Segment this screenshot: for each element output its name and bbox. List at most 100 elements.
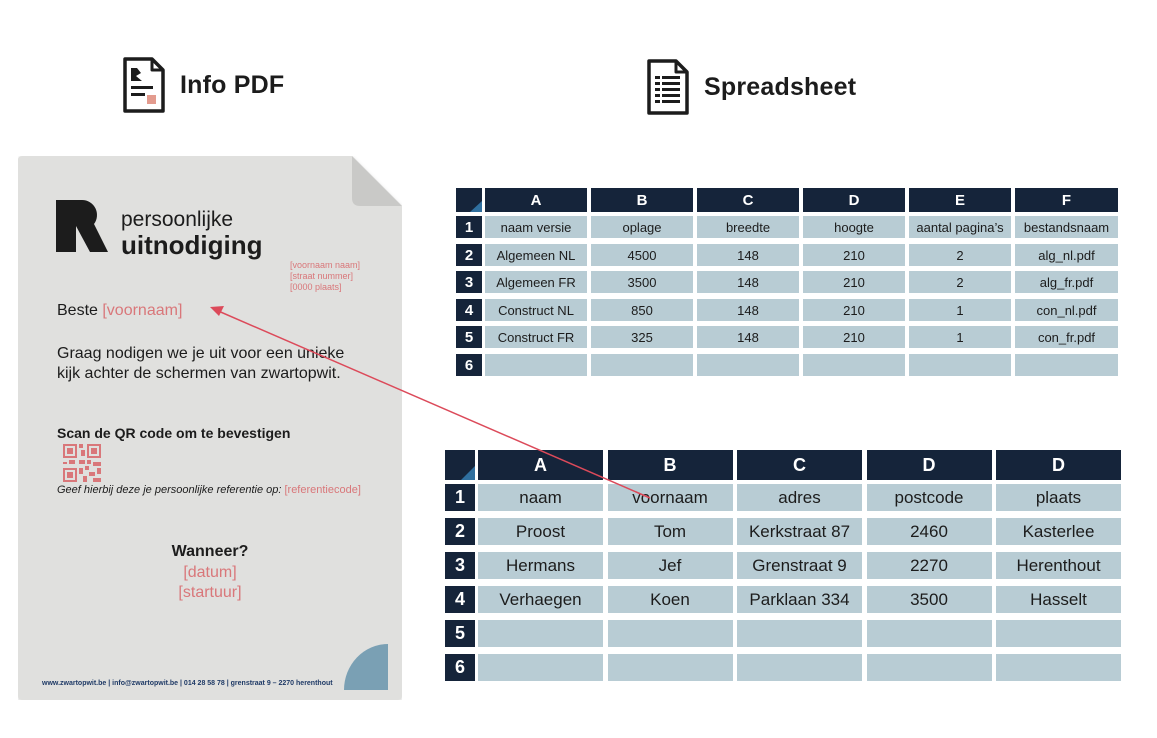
table-cell[interactable]: 325 xyxy=(591,326,693,348)
table-cell[interactable]: 148 xyxy=(697,326,799,348)
table-cell[interactable]: Jef xyxy=(607,552,733,579)
table-cell[interactable]: aantal pagina’s xyxy=(909,216,1011,238)
table-cell[interactable]: naam versie xyxy=(485,216,587,238)
table-cell[interactable]: 2 xyxy=(909,271,1011,293)
pdf-document: persoonlijke uitnodiging [voornaam naam]… xyxy=(18,156,402,700)
table-cell[interactable]: Grenstraat 9 xyxy=(737,552,862,579)
table-cell[interactable]: 148 xyxy=(697,244,799,266)
scan-title: Scan de QR code om te bevestigen xyxy=(57,425,291,441)
table-cell[interactable]: 148 xyxy=(697,271,799,293)
column-header-a[interactable]: A xyxy=(485,188,587,212)
table-cell[interactable]: 1 xyxy=(909,326,1011,348)
table-cell[interactable]: Hermans xyxy=(478,552,603,579)
table-cell[interactable]: Kasterlee xyxy=(996,518,1121,545)
table-cell[interactable]: con_fr.pdf xyxy=(1015,326,1118,348)
table-cell[interactable]: 1 xyxy=(909,299,1011,321)
table-cell[interactable]: 3500 xyxy=(866,586,992,613)
row-header-4[interactable]: 4 xyxy=(456,299,482,321)
column-header-f[interactable]: F xyxy=(1015,188,1118,212)
table-cell[interactable]: Verhaegen xyxy=(478,586,603,613)
table-cell[interactable]: 4500 xyxy=(591,244,693,266)
table-cell[interactable] xyxy=(607,654,733,681)
table-cell[interactable]: postcode xyxy=(866,484,992,511)
row-header-1[interactable]: 1 xyxy=(445,484,475,511)
spreadsheet-heading: Spreadsheet xyxy=(646,58,856,116)
table-cell[interactable]: alg_fr.pdf xyxy=(1015,271,1118,293)
table-cell[interactable]: plaats xyxy=(996,484,1121,511)
table-cell[interactable]: 210 xyxy=(803,299,905,321)
table-cell[interactable] xyxy=(866,620,992,647)
table-cell[interactable]: 210 xyxy=(803,244,905,266)
table-cell[interactable]: 2270 xyxy=(866,552,992,579)
table-cell[interactable] xyxy=(737,620,862,647)
column-header-c[interactable]: C xyxy=(737,450,862,480)
column-header-e[interactable]: E xyxy=(909,188,1011,212)
table-cell[interactable]: con_nl.pdf xyxy=(1015,299,1118,321)
reference-line: Geef hierbij deze je persoonlijke refere… xyxy=(57,484,361,496)
table-cell[interactable]: hoogte xyxy=(803,216,905,238)
table-cell[interactable]: Tom xyxy=(607,518,733,545)
quarter-circle-decoration xyxy=(344,644,388,690)
table-cell[interactable] xyxy=(996,654,1121,681)
reference-prefix: Geef hierbij deze je persoonlijke refere… xyxy=(57,484,285,496)
column-header-d[interactable]: D xyxy=(866,450,992,480)
table-cell[interactable] xyxy=(478,654,603,681)
date-placeholder: [datum] xyxy=(183,564,237,581)
table-cell[interactable] xyxy=(478,620,603,647)
table-cell[interactable]: Koen xyxy=(607,586,733,613)
row-header-2[interactable]: 2 xyxy=(445,518,475,545)
table-cell[interactable]: Construct NL xyxy=(485,299,587,321)
table-cell[interactable]: 210 xyxy=(803,326,905,348)
spreadsheet-document-icon xyxy=(647,59,689,115)
table-cell[interactable] xyxy=(485,354,587,376)
row-header-3[interactable]: 3 xyxy=(456,271,482,293)
table-cell[interactable]: Algemeen NL xyxy=(485,244,587,266)
row-header-3[interactable]: 3 xyxy=(445,552,475,579)
table-cell[interactable]: Kerkstraat 87 xyxy=(737,518,862,545)
table-cell[interactable] xyxy=(803,354,905,376)
table-cell[interactable] xyxy=(697,354,799,376)
row-header-6[interactable]: 6 xyxy=(445,654,475,681)
table-cell[interactable]: bestandsnaam xyxy=(1015,216,1118,238)
table-cell[interactable]: Construct FR xyxy=(485,326,587,348)
table-cell[interactable] xyxy=(866,654,992,681)
table-cell[interactable]: Herenthout xyxy=(996,552,1121,579)
row-header-2[interactable]: 2 xyxy=(456,244,482,266)
row-header-1[interactable]: 1 xyxy=(456,216,482,238)
table-cell[interactable]: adres xyxy=(737,484,862,511)
table-cell[interactable]: 210 xyxy=(803,271,905,293)
table-cell[interactable] xyxy=(591,354,693,376)
table-cell[interactable]: oplage xyxy=(591,216,693,238)
table-cell[interactable]: naam xyxy=(478,484,603,511)
column-header-b[interactable]: B xyxy=(591,188,693,212)
column-header-b[interactable]: B xyxy=(607,450,733,480)
table-cell[interactable]: 2 xyxy=(909,244,1011,266)
table-cell[interactable]: 2460 xyxy=(866,518,992,545)
table-cell[interactable] xyxy=(607,620,733,647)
table-cell[interactable]: Algemeen FR xyxy=(485,271,587,293)
table-cell[interactable] xyxy=(996,620,1121,647)
table-cell[interactable]: 148 xyxy=(697,299,799,321)
pdf-footer: www.zwartopwit.be | info@zwartopwit.be |… xyxy=(42,680,333,687)
table-cell[interactable]: alg_nl.pdf xyxy=(1015,244,1118,266)
table-cell[interactable]: Proost xyxy=(478,518,603,545)
corner-triangle xyxy=(470,201,482,212)
row-header-6[interactable]: 6 xyxy=(456,354,482,376)
column-header-c[interactable]: C xyxy=(697,188,799,212)
row-header-5[interactable]: 5 xyxy=(445,620,475,647)
table-cell[interactable] xyxy=(1015,354,1118,376)
column-header-d[interactable]: D xyxy=(996,450,1121,480)
row-header-4[interactable]: 4 xyxy=(445,586,475,613)
row-header-5[interactable]: 5 xyxy=(456,326,482,348)
table-cell[interactable] xyxy=(909,354,1011,376)
table-cell[interactable] xyxy=(737,654,862,681)
table-cell[interactable]: voornaam xyxy=(607,484,733,511)
qr-code-icon xyxy=(63,444,101,482)
table-cell[interactable]: Hasselt xyxy=(996,586,1121,613)
table-cell[interactable]: breedte xyxy=(697,216,799,238)
column-header-a[interactable]: A xyxy=(478,450,603,480)
table-cell[interactable]: 3500 xyxy=(591,271,693,293)
table-cell[interactable]: Parklaan 334 xyxy=(737,586,862,613)
table-cell[interactable]: 850 xyxy=(591,299,693,321)
column-header-d[interactable]: D xyxy=(803,188,905,212)
